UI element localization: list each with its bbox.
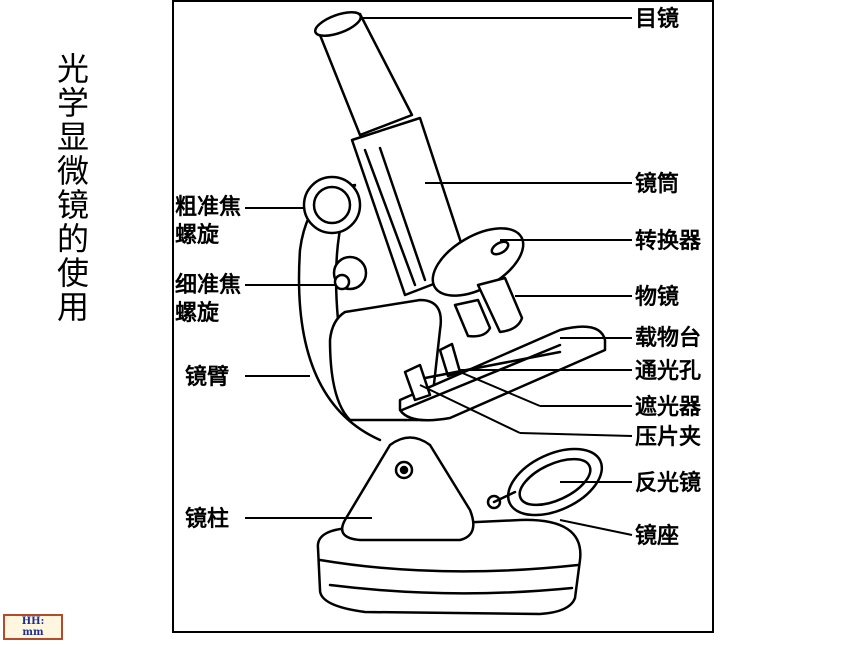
label-base: 镜座 [635,523,679,549]
label-fine-line2: 螺旋 [175,300,220,326]
stage-shape [398,325,607,422]
label-coarse-line2: 螺旋 [175,222,220,248]
label-stage: 载物台 [635,325,701,351]
leader-base [559,519,633,536]
label-eyepiece: 目镜 [635,6,679,32]
label-mirror: 反光镜 [635,470,701,496]
label-objective: 物镜 [635,284,679,310]
leader-clip-a [419,384,521,434]
label-fine-line1: 细准焦 [175,272,241,298]
leader-diaphragm-a [459,371,541,407]
pillar-shape [340,436,475,542]
label-aperture: 通光孔 [635,359,701,384]
label-pillar: 镜柱 [185,506,229,532]
time-badge: HH: mm [3,614,63,640]
objective-shape [476,276,524,334]
label-nosepiece: 转换器 [635,228,702,254]
label-tube: 镜筒 [635,171,679,197]
label-coarse-line1: 粗准焦 [175,194,241,220]
label-diaphragm: 遮光器 [635,394,702,420]
time-badge-text: HH: mm [21,616,45,638]
label-clip: 压片夹 [635,425,701,450]
leader-clip-b [519,432,633,437]
slide-title: 光学显微镜的使用 [52,52,90,324]
label-arm: 镜臂 [185,364,229,390]
